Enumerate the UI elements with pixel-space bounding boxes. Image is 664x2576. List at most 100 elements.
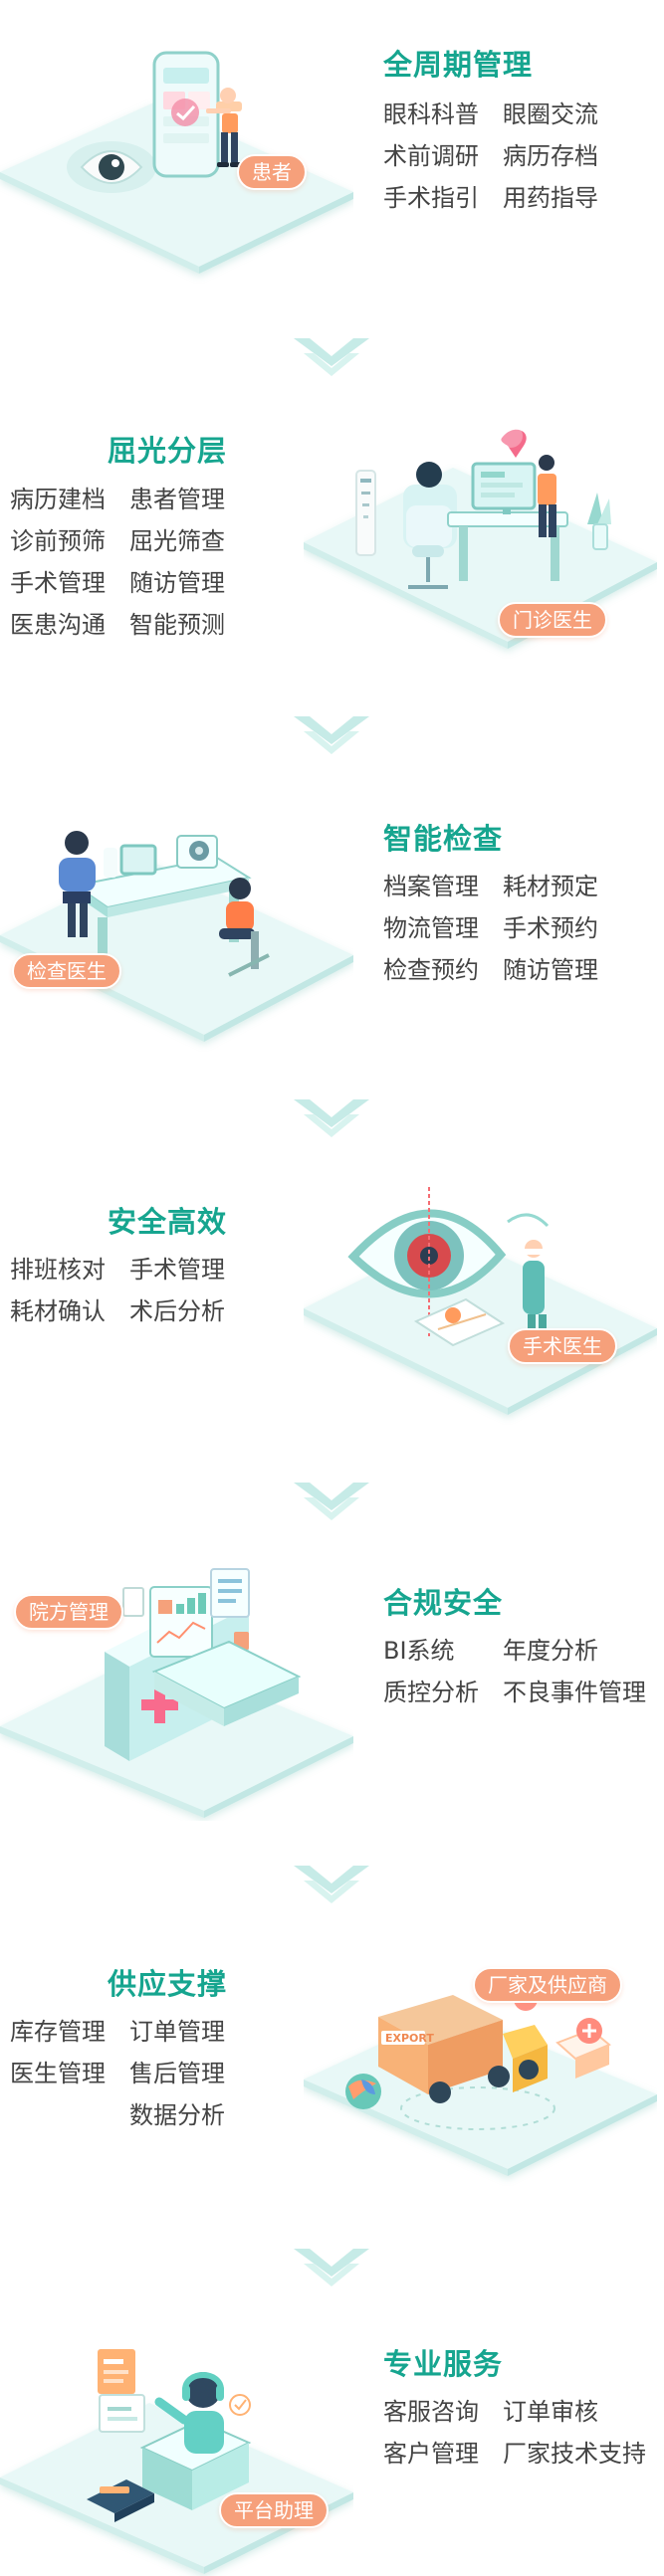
- section-features: 眼科科普 眼圈交流 术前调研 病历存档 手术指引 用药指导: [383, 94, 622, 219]
- feature-archive-management: 档案管理: [383, 873, 479, 900]
- feature-consumable-confirmation: 耗材确认: [10, 1297, 106, 1325]
- feature-medication-guide: 用药指导: [503, 184, 598, 212]
- section-safe-efficient: 安全高效 排班核对 手术管理 耗材确认 术后分析: [0, 1169, 664, 1468]
- feature-refraction-screening: 屈光筛查: [129, 527, 225, 555]
- feature-order-review: 订单审核: [503, 2398, 598, 2426]
- feature-medical-record-archive: 病历存档: [503, 142, 598, 170]
- chevron-down-icon: [294, 716, 369, 754]
- section-features: 排班核对 手术管理 耗材确认 术后分析: [10, 1249, 249, 1332]
- feature-customer-management: 客户管理: [383, 2440, 479, 2468]
- feature-data-analysis: 数据分析: [129, 2101, 225, 2129]
- chevron-down-icon: [294, 1483, 369, 1520]
- section-refraction-stratification: 屈光分层 病历建档 患者管理 诊前预筛 屈光筛查 手术管理 随访管理 医患沟通 …: [0, 393, 664, 692]
- section-features: 库存管理 订单管理 医生管理 售后管理 数据分析: [10, 2011, 249, 2136]
- section-title: 合规安全: [383, 1586, 504, 1620]
- feature-order-management: 订单管理: [129, 2018, 225, 2046]
- feature-row: 手术管理 随访管理: [10, 562, 249, 604]
- clinic-doctor-illustration: 门诊医生: [304, 413, 657, 682]
- feature-row: BI系统 年度分析: [383, 1630, 652, 1672]
- feature-bi-system: BI系统: [383, 1637, 455, 1665]
- eye-surgery-illustration: 手术医生: [304, 1179, 657, 1448]
- section-title: 智能检查: [383, 822, 504, 856]
- chevron-down-icon: [294, 338, 369, 376]
- feature-eye-education: 眼科科普: [383, 100, 479, 128]
- feature-inventory-management: 库存管理: [10, 2018, 106, 2046]
- section-title: 全周期管理: [383, 48, 534, 82]
- feature-doctor-management: 医生管理: [10, 2060, 106, 2087]
- section-title: 屈光分层: [108, 434, 228, 468]
- feature-pre-screening: 诊前预筛: [10, 527, 106, 555]
- patient-badge: 患者: [237, 154, 307, 190]
- feature-logistics-management: 物流管理: [383, 914, 479, 942]
- feature-row: 病历建档 患者管理: [10, 479, 249, 520]
- patient-phone-illustration: 患者: [0, 18, 353, 287]
- feature-row: 眼科科普 眼圈交流: [383, 94, 622, 135]
- feature-followup-management: 随访管理: [129, 569, 225, 597]
- exam-room-illustration: 检查医生: [0, 806, 353, 1075]
- platform-assistant-illustration: 平台助理: [0, 2323, 353, 2576]
- feature-row: 手术指引 用药指导: [383, 177, 622, 219]
- feature-row: 库存管理 订单管理: [10, 2011, 249, 2053]
- export-truck-illustration: EXPORT 厂家及供应商: [304, 1935, 657, 2204]
- feature-surgery-management: 手术管理: [129, 1256, 225, 1284]
- section-features: 档案管理 耗材预定 物流管理 手术预约 检查预约 随访管理: [383, 866, 622, 991]
- feature-smart-prediction: 智能预测: [129, 611, 225, 639]
- section-compliance-security: 院方管理 合规安全 BI系统 年度分析 质控分析 不良事件管理: [0, 1552, 664, 1851]
- feature-postop-analysis: 术后分析: [129, 1297, 225, 1325]
- feature-manufacturer-technical-support: 厂家技术支持: [503, 2440, 646, 2468]
- section-smart-examination: 检查医生 智能检查 档案管理 耗材预定 物流管理 手术预约 检查预约 随访管理: [0, 786, 664, 1085]
- section-features: BI系统 年度分析 质控分析 不良事件管理: [383, 1630, 652, 1713]
- feature-empty-cell: [10, 2094, 129, 2136]
- chevron-down-icon: [294, 2249, 369, 2286]
- section-features: 病历建档 患者管理 诊前预筛 屈光筛查 手术管理 随访管理 医患沟通 智能预测: [10, 479, 249, 646]
- section-title: 供应支撑: [108, 1967, 228, 2001]
- feature-after-sales-management: 售后管理: [129, 2060, 225, 2087]
- feature-row: 客户管理 厂家技术支持: [383, 2433, 652, 2475]
- feature-row: 档案管理 耗材预定: [383, 866, 622, 907]
- feature-row: 数据分析: [10, 2094, 249, 2136]
- platform-assistant-badge: 平台助理: [219, 2492, 329, 2528]
- section-full-cycle-management: 患者 全周期管理 眼科科普 眼圈交流 术前调研 病历存档 手术指引 用药指导: [0, 0, 664, 298]
- feature-row: 医生管理 售后管理: [10, 2053, 249, 2094]
- clinic-doctor-badge: 门诊医生: [498, 602, 607, 638]
- section-title: 安全高效: [108, 1205, 228, 1239]
- feature-schedule-check: 排班核对: [10, 1256, 106, 1284]
- export-label: EXPORT: [385, 2032, 434, 2045]
- feature-consumable-booking: 耗材预定: [503, 873, 598, 900]
- section-supply-support: 供应支撑 库存管理 订单管理 医生管理 售后管理 数据分析: [0, 1935, 664, 2234]
- feature-row: 医患沟通 智能预测: [10, 604, 249, 646]
- feature-row: 检查预约 随访管理: [383, 949, 622, 991]
- exam-doctor-badge: 检查医生: [12, 953, 121, 989]
- surgeon-badge: 手术医生: [508, 1328, 617, 1364]
- feature-row: 术前调研 病历存档: [383, 135, 622, 177]
- manufacturer-supplier-badge: 厂家及供应商: [473, 1967, 622, 2003]
- feature-surgery-guide: 手术指引: [383, 184, 479, 212]
- feature-row: 客服咨询 订单审核: [383, 2391, 652, 2433]
- hospital-dashboard-illustration: 院方管理: [0, 1552, 353, 1821]
- feature-row: 诊前预筛 屈光筛查: [10, 520, 249, 562]
- chevron-down-icon: [294, 1866, 369, 1903]
- feature-annual-analysis: 年度分析: [503, 1637, 598, 1665]
- section-features: 客服咨询 订单审核 客户管理 厂家技术支持: [383, 2391, 652, 2475]
- feature-followup-management: 随访管理: [503, 956, 598, 984]
- feature-eye-community: 眼圈交流: [503, 100, 598, 128]
- feature-customer-consultation: 客服咨询: [383, 2398, 479, 2426]
- feature-patient-management: 患者管理: [129, 486, 225, 513]
- feature-row: 排班核对 手术管理: [10, 1249, 249, 1290]
- feature-row: 质控分析 不良事件管理: [383, 1672, 652, 1713]
- chevron-down-icon: [294, 1099, 369, 1137]
- feature-record-creation: 病历建档: [10, 486, 106, 513]
- feature-row: 物流管理 手术预约: [383, 907, 622, 949]
- hospital-admin-badge: 院方管理: [14, 1594, 123, 1630]
- feature-surgery-management: 手术管理: [10, 569, 106, 597]
- feature-row: 耗材确认 术后分析: [10, 1290, 249, 1332]
- feature-adverse-event-management: 不良事件管理: [503, 1679, 646, 1706]
- section-title: 专业服务: [383, 2347, 504, 2381]
- feature-exam-booking: 检查预约: [383, 956, 479, 984]
- feature-surgery-booking: 手术预约: [503, 914, 598, 942]
- feature-doctor-patient-communication: 医患沟通: [10, 611, 106, 639]
- feature-quality-control-analysis: 质控分析: [383, 1679, 479, 1706]
- feature-preop-survey: 术前调研: [383, 142, 479, 170]
- section-professional-service: 平台助理 专业服务 客服咨询 订单审核 客户管理 厂家技术支持: [0, 2313, 664, 2576]
